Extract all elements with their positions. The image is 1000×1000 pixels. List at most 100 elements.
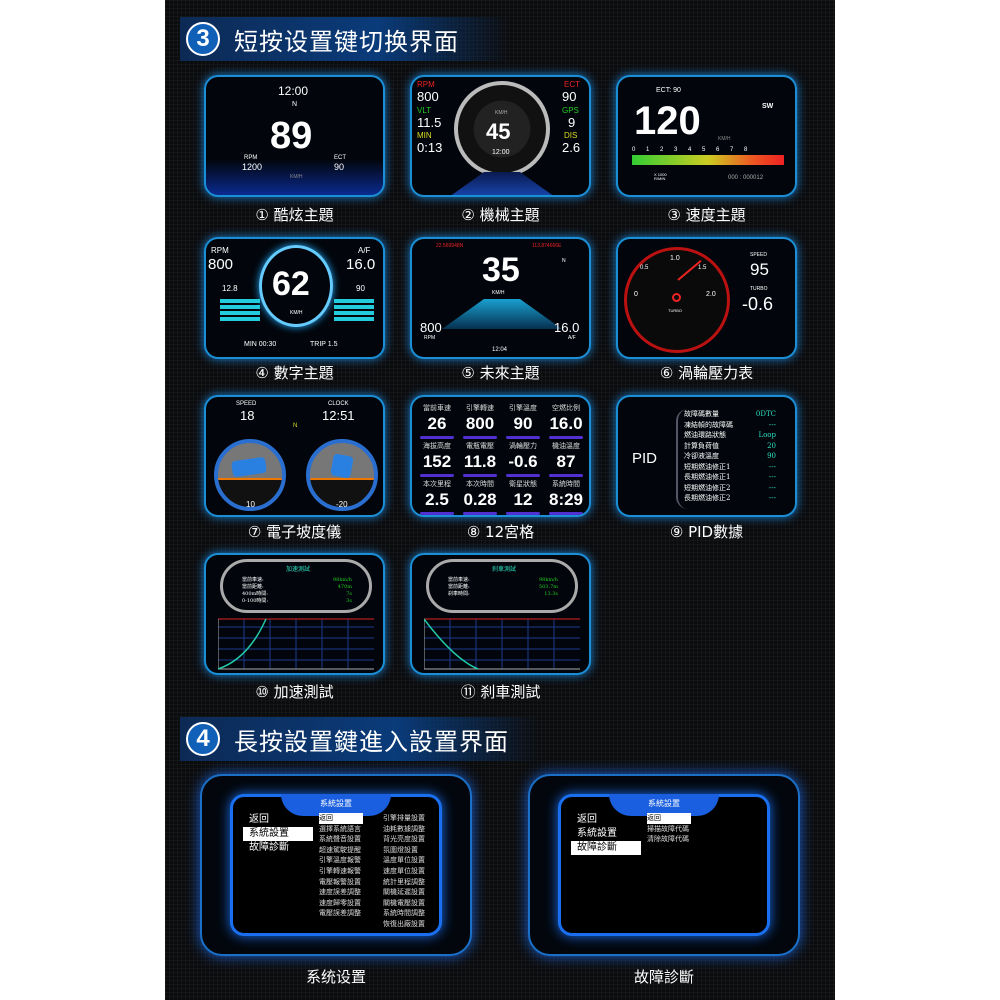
- odometer: 000 : 000012: [728, 175, 764, 181]
- speed-value: 62: [272, 265, 310, 303]
- submenu-item[interactable]: 恢復出廠設置: [383, 919, 425, 928]
- theme-digital-screen[interactable]: RPM 800 A/F 16.0 62 KM/H 12.8 90 MIN 00:…: [204, 237, 385, 359]
- submenu-item[interactable]: 引擎轉速報警: [319, 866, 361, 875]
- theme-inclinometer-screen[interactable]: SPEED 18 CLOCK 12:51 N 10 -20: [204, 395, 385, 517]
- settings-tab: 系統設置: [609, 794, 719, 816]
- trip-value: TRIP 1.5: [310, 341, 338, 348]
- cell-value: 87: [556, 452, 576, 471]
- section-number: 4: [186, 722, 220, 756]
- speed-value: 89: [270, 115, 313, 157]
- test-row: 當前車速:98km/h: [242, 577, 352, 584]
- submenu-item[interactable]: 油耗數據調整: [383, 824, 425, 833]
- menu-item[interactable]: 故障診斷: [571, 841, 641, 855]
- test-value: 7s: [346, 591, 352, 597]
- theme-turbo-screen[interactable]: 0 0.5 1.0 1.5 2.0 TURBO SPEED 95 TURBO -…: [616, 237, 797, 359]
- cell-underline: [463, 512, 497, 515]
- menu-item[interactable]: 系統設置: [243, 827, 313, 841]
- menu-item[interactable]: 返回: [577, 814, 597, 825]
- brake-chart: [424, 618, 580, 670]
- cell-value: 0.28: [463, 490, 497, 509]
- pid-row: 長期燃油修正1---: [684, 472, 776, 483]
- unit-label: KM/H: [290, 174, 303, 180]
- theme-caption: ④ 數字主題: [255, 364, 334, 382]
- submenu-item[interactable]: 關機延遲設置: [383, 888, 425, 897]
- gauge-hub: [672, 293, 681, 302]
- submenu-item[interactable]: 關機電壓設置: [383, 898, 425, 907]
- submenu-item[interactable]: 速度歸零設置: [319, 898, 361, 907]
- theme-future-screen[interactable]: 22.569948N 113.874666E 35 N KM/H 800 RPM…: [410, 237, 591, 359]
- theme-speed-screen[interactable]: ECT: 90 120 SW KM/H 0 1 2 3 4 5 6 7 8 X …: [616, 75, 797, 197]
- submenu-item[interactable]: 系統時間調整: [383, 909, 425, 918]
- vlt-label: VLT: [417, 106, 432, 115]
- submenu-item[interactable]: 溫度單位設置: [383, 856, 425, 865]
- compass-icon: N: [293, 423, 298, 429]
- pid-name: 長期燃油修正1: [684, 473, 731, 481]
- menu-item[interactable]: 系統設置: [577, 828, 617, 839]
- theme-caption: ⑥ 渦輪壓力表: [659, 364, 754, 382]
- pitch-value: 10: [246, 500, 255, 509]
- submenu-item[interactable]: 清除故障代碼: [647, 835, 689, 844]
- latitude: 22.569948N: [436, 243, 464, 249]
- cell-value: 16.0: [549, 414, 583, 433]
- submenu-item[interactable]: 統計里程調整: [383, 877, 425, 886]
- turbo-value: -0.6: [742, 294, 774, 314]
- submenu-item[interactable]: 選擇系統語言: [319, 824, 361, 833]
- theme-caption: ⑦ 電子坡度儀: [247, 523, 342, 541]
- submenu-item[interactable]: 引擎排量設置: [383, 814, 425, 822]
- rpm-value: 800: [420, 320, 442, 335]
- cell-label: 本次時間: [466, 480, 494, 488]
- pid-value: 90: [767, 452, 776, 460]
- theme-caption: ⑩ 加速測試: [255, 683, 334, 701]
- menu-item[interactable]: 故障診斷: [249, 842, 289, 853]
- test-row: 400m時間: 7s: [242, 591, 352, 598]
- gauge-tick: 0: [634, 291, 638, 298]
- submenu-item[interactable]: 引擎溫度報警: [319, 856, 361, 865]
- cell-value: 8:29: [548, 490, 584, 509]
- ect-label: ECT: [564, 80, 580, 89]
- submenu-item[interactable]: 氛圍燈設置: [383, 845, 418, 854]
- submenu-item[interactable]: 返回: [319, 813, 363, 824]
- grid-cell: 渦輪壓力-0.6: [502, 441, 544, 477]
- pid-bracket: [676, 409, 688, 509]
- unit-label: KM/H: [495, 110, 508, 116]
- submenu-item[interactable]: 掃描故障代碼: [647, 824, 689, 833]
- submenu-item[interactable]: 背光亮度設置: [383, 835, 425, 844]
- cell-underline: [549, 474, 583, 477]
- settings-caption: 系统设置: [305, 968, 366, 986]
- info-frame: [426, 559, 578, 613]
- submenu-item[interactable]: 系統聲音設置: [319, 835, 361, 844]
- submenu-item[interactable]: 速度單位設置: [383, 866, 425, 875]
- submenu-item[interactable]: 電壓誤差調整: [319, 909, 361, 918]
- cell-label: 機油溫度: [552, 442, 580, 450]
- menu-item[interactable]: 返回: [249, 814, 269, 825]
- diagnosis-screen[interactable]: 系統設置 返回系統設置故障診斷 返回掃描故障代碼清除故障代碼: [528, 774, 800, 956]
- test-label: 當前距離:: [242, 584, 264, 590]
- test-row: 當前車速:98km/h: [448, 577, 558, 584]
- settings-screen[interactable]: 系統設置 返回系統設置故障診斷 返回選擇系統語言系統聲音設置超速駕駛提醒引擎溫度…: [200, 774, 472, 956]
- submenu-item[interactable]: 返回: [647, 813, 691, 824]
- temp-bars: [334, 299, 374, 323]
- cell-value: 800: [465, 414, 495, 433]
- gps-label: GPS: [562, 106, 579, 115]
- test-label: 當前車速:: [242, 577, 264, 583]
- submenu-item[interactable]: 超速駕駛提醒: [319, 845, 361, 854]
- submenu-item[interactable]: 電壓報警設置: [319, 877, 361, 886]
- grid-cell: 本次時間 0.28: [459, 479, 501, 515]
- rpm-unit: X 1000 R/MIN: [654, 172, 667, 181]
- test-label: 400m時間:: [242, 591, 268, 597]
- cell-underline: [506, 474, 540, 477]
- theme-mechanical-screen[interactable]: RPM 800 VLT 11.5 MIN 0:13 ECT 90 GPS 9 D…: [410, 75, 591, 197]
- brake-curve: [424, 618, 479, 670]
- test-label: 0-100時間:: [242, 598, 269, 604]
- speed-value: 45: [486, 119, 511, 144]
- clock: 12:00: [492, 149, 510, 156]
- submenu-item[interactable]: 速度誤差調整: [319, 888, 361, 897]
- theme-cool-screen[interactable]: 12:00 N 89 RPM 1200 ECT 90 KM/H: [204, 75, 385, 197]
